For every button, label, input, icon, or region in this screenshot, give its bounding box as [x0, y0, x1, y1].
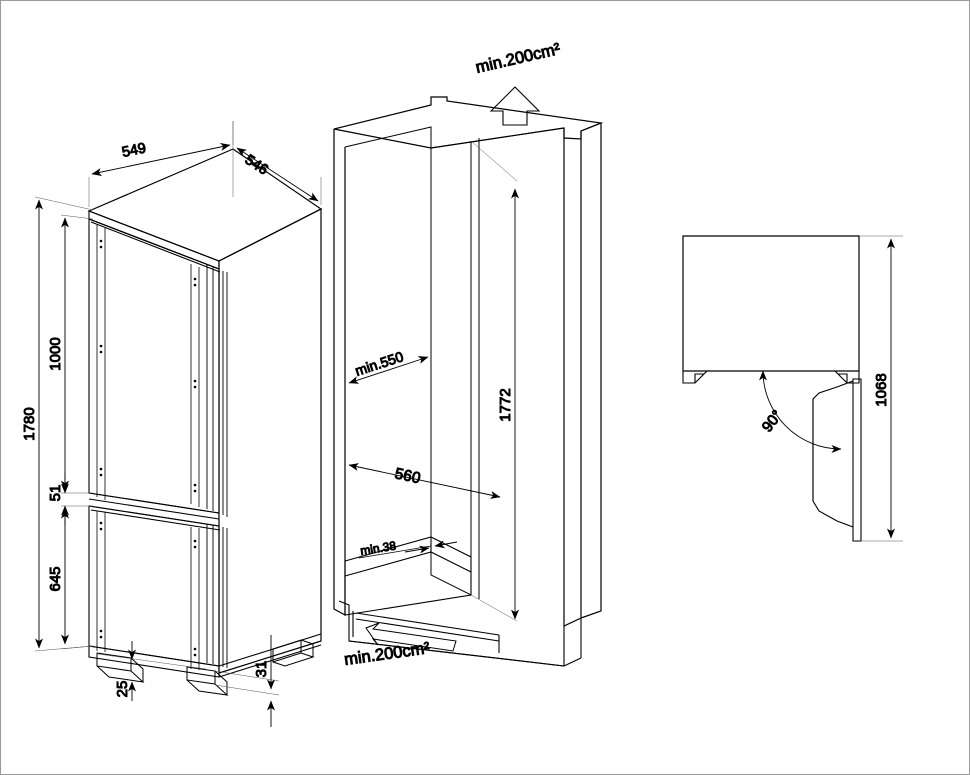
dim-1068-label: 1068: [873, 373, 890, 406]
dim-1780-label: 1780: [21, 407, 38, 440]
plan-left-notch: [682, 370, 708, 384]
dim-extension-lines-top: [88, 121, 322, 207]
appliance-foot-rear-right: [272, 639, 315, 667]
dim-1772-label: 1772: [497, 388, 514, 421]
top-vent-arrow-icon: [489, 86, 541, 126]
appliance-hinge-rail-lower-left: [96, 511, 106, 652]
dim-extension-lines-left: [34, 196, 94, 652]
appliance-foot-front-right: [186, 666, 229, 696]
appliance-hinge-rail-upper-left: [96, 225, 106, 500]
dim-560-label: 560: [393, 465, 422, 487]
dim-546: [236, 147, 319, 202]
dim-546-label: 546: [242, 152, 271, 179]
dim-51-label: 51: [47, 485, 64, 502]
appliance-lower-door-edge: [206, 524, 228, 668]
dim-1772-ext: [470, 140, 518, 622]
dim-549: [91, 143, 231, 176]
plan-right-notch: [834, 370, 860, 384]
door-swing-plan-view: 90° 1068: [682, 235, 903, 542]
appliance-hinge-rail-upper-right: [190, 264, 200, 507]
appliance-upper-door: [88, 218, 220, 514]
appliance-hinge-rail-lower-right: [190, 527, 200, 670]
plan-open-door-panel: [852, 378, 862, 542]
bottom-vent-arrow-icon: [365, 622, 457, 652]
dim-560: [348, 463, 501, 499]
appliance-lower-door: [88, 505, 221, 667]
dim-min550-label: min.550: [353, 348, 406, 379]
plan-open-door-body: [812, 380, 854, 528]
appliance-right-side: [218, 208, 322, 674]
appliance-upper-door-edge: [206, 265, 228, 517]
niche-left-wall: [333, 129, 346, 617]
niche-right-wall: [563, 128, 582, 627]
appliance-view: 549 546 1780: [21, 121, 323, 727]
dim-1000-label: 1000: [47, 337, 64, 370]
niche-right-front-edge: [580, 122, 602, 619]
niche-rear-wall: [430, 127, 472, 596]
dim-1068-ext: [859, 235, 903, 542]
vent-bottom-label: min.200cm²: [343, 639, 431, 669]
dim-645-label: 645: [47, 566, 64, 591]
plan-cabinet-body: [682, 235, 860, 372]
appliance-base: [88, 633, 322, 678]
angle-90-label: 90°: [759, 407, 786, 435]
vent-top-label: min.200cm²: [474, 40, 563, 77]
dim-549-label: 549: [121, 140, 148, 161]
appliance-top-panel: [87, 148, 323, 262]
appliance-foot-front-left: [96, 652, 145, 683]
appliance-door-top-band: [88, 210, 221, 273]
dim-25: [97, 653, 207, 670]
niche-right-inner-post: [470, 138, 480, 599]
dim-min38-label: min.38: [359, 538, 397, 558]
dim-min550: [348, 356, 429, 384]
plan-swing-arc: [759, 370, 842, 453]
dim-min38: [404, 540, 458, 554]
dim-25-label: 25: [114, 681, 131, 698]
niche-view: min.550 560 min.38: [333, 39, 604, 669]
niche-plinth: [338, 600, 582, 667]
dim-31-ext: [214, 670, 280, 696]
dim-31-label: 31: [253, 661, 270, 678]
